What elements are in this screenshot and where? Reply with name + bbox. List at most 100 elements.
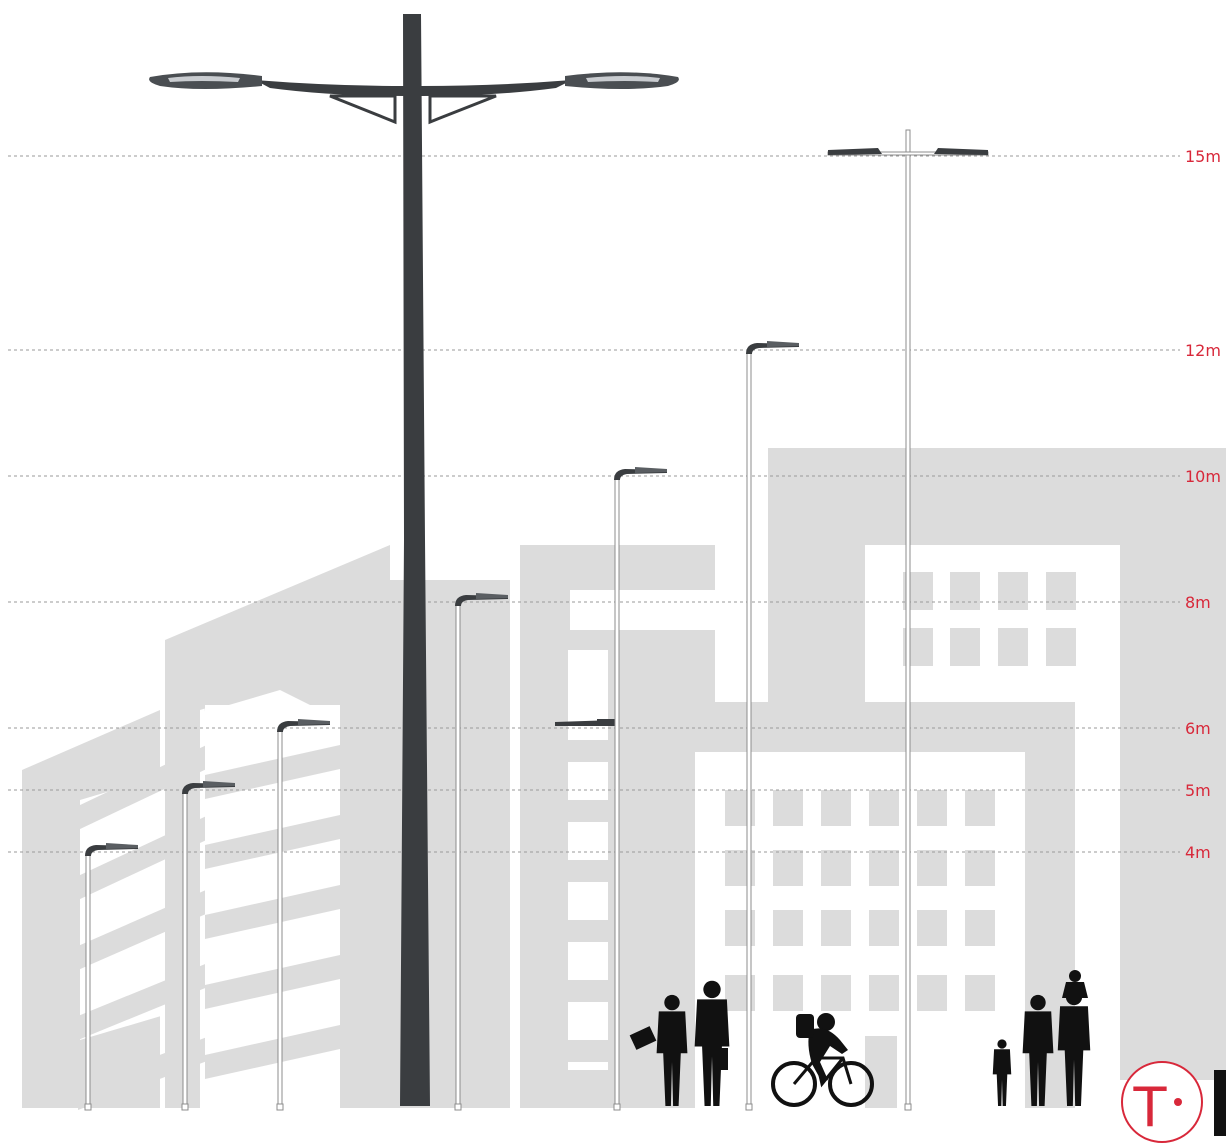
pedestrians-pair — [629, 980, 730, 1106]
pole-shaft — [182, 789, 188, 1109]
pole-base — [904, 1103, 912, 1111]
pole-8m — [454, 593, 508, 1111]
bicycle-wheel-front — [828, 1061, 874, 1107]
body — [992, 1049, 1012, 1106]
pole-shaft — [905, 129, 911, 1109]
building-window — [869, 975, 899, 1011]
head — [997, 1039, 1007, 1049]
pole-shaft — [85, 851, 91, 1109]
luminaire-head-right — [934, 148, 988, 155]
main-luminaire-right-lens — [586, 76, 660, 82]
head — [703, 980, 721, 999]
pole-4m — [84, 843, 138, 1111]
pole-shaft — [277, 727, 283, 1109]
cyclist — [771, 1013, 874, 1107]
building-window — [917, 910, 947, 946]
building-window — [773, 790, 803, 826]
height-label-15m: 15m — [1185, 147, 1221, 166]
pole-6m — [276, 719, 330, 1111]
luminaire-head — [298, 719, 330, 725]
head — [664, 994, 680, 1011]
main-pole-brace-left — [329, 94, 397, 125]
pole-base — [181, 1103, 189, 1111]
body — [1057, 1006, 1091, 1106]
building-window — [1046, 628, 1076, 666]
pole-shaft — [455, 601, 461, 1109]
pole-base — [745, 1103, 753, 1111]
pole-5m — [181, 781, 235, 1111]
featured-twin-arm-pole — [149, 14, 679, 1106]
building-window — [821, 975, 851, 1011]
building-center-ledge — [568, 980, 608, 1002]
pole-shaft — [614, 475, 620, 1109]
pole-10m — [613, 467, 667, 1111]
pole-shaft — [746, 349, 752, 1109]
family-toddler-head — [1069, 970, 1081, 982]
main-pole-arm-right — [421, 80, 572, 96]
building-window — [965, 850, 995, 886]
head — [1030, 994, 1046, 1011]
pole-15m — [827, 129, 989, 1111]
building-center-ledge — [568, 800, 608, 822]
building-center-ledge — [568, 740, 608, 762]
brand-logo-letter: T — [1133, 1076, 1168, 1139]
pole-base — [454, 1103, 462, 1111]
building-window — [773, 850, 803, 886]
cyclist-backpack — [796, 1014, 814, 1038]
building-window — [773, 910, 803, 946]
building-window — [821, 910, 851, 946]
cyclist-head — [817, 1013, 835, 1031]
pole-base — [276, 1103, 284, 1111]
bicycle-wheel-rear — [771, 1061, 817, 1107]
building-center-left-face — [200, 575, 390, 1108]
briefcase-left — [629, 1026, 657, 1050]
pole-12m — [745, 341, 799, 1111]
building-window — [998, 572, 1028, 610]
cyclist-body — [808, 1028, 848, 1082]
building-window — [869, 910, 899, 946]
main-pole-brace-right — [428, 94, 497, 125]
building-window — [821, 790, 851, 826]
family-child — [992, 1039, 1012, 1106]
building-window — [1046, 572, 1076, 610]
luminaire-head — [203, 781, 235, 787]
building-window — [965, 790, 995, 826]
luminaire-head-left — [828, 148, 882, 155]
pole-base — [613, 1103, 621, 1111]
luminaire-head — [635, 467, 667, 473]
luminaire-head — [767, 341, 799, 347]
family-woman — [1022, 994, 1054, 1106]
building-center-ledge — [568, 1040, 608, 1062]
luminaire-head — [476, 593, 508, 599]
building-center-stripe — [205, 955, 340, 1009]
building-window — [917, 850, 947, 886]
height-label-10m: 10m — [1185, 467, 1221, 486]
building-center-stripe — [205, 745, 340, 799]
height-label-8m: 8m — [1185, 593, 1211, 612]
building-window — [917, 975, 947, 1011]
body — [694, 999, 730, 1106]
building-window — [917, 790, 947, 826]
building-window — [869, 790, 899, 826]
human-silhouettes — [629, 970, 1091, 1107]
building-center-stripe — [205, 1025, 340, 1079]
building-window — [950, 572, 980, 610]
height-label-6m: 6m — [1185, 719, 1211, 738]
briefcase-right — [714, 1048, 728, 1070]
pedestrian-woman — [656, 994, 688, 1106]
body — [1022, 1011, 1054, 1106]
building-window — [998, 628, 1028, 666]
building-center-ledge — [568, 860, 608, 882]
luminaire-bracket — [597, 719, 615, 725]
building-far-right — [768, 448, 1226, 1080]
building-window — [950, 628, 980, 666]
main-luminaire-left-lens — [168, 76, 240, 82]
building-window — [821, 850, 851, 886]
height-label-5m: 5m — [1185, 781, 1211, 800]
family-toddler-body — [1062, 982, 1088, 998]
street-poles — [84, 129, 989, 1111]
building-center-stripe — [205, 885, 340, 939]
background-buildings — [22, 448, 1226, 1110]
